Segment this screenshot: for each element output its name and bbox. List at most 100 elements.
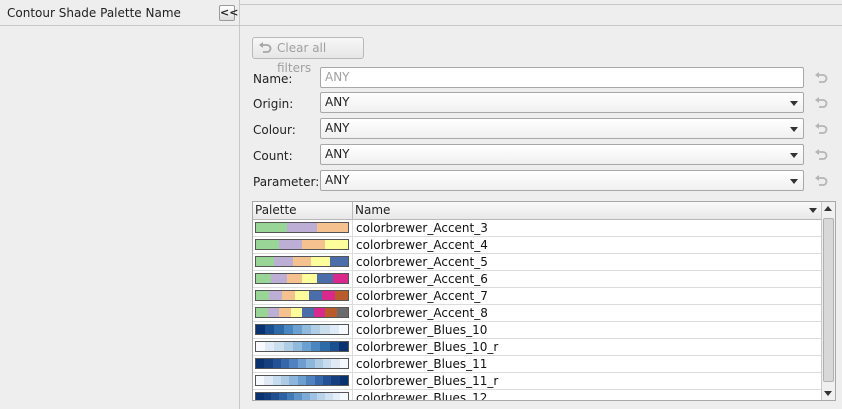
swatch-color <box>264 359 273 368</box>
count-select[interactable]: ANY <box>320 144 804 165</box>
swatch-color <box>302 342 312 351</box>
swatch-color <box>314 359 323 368</box>
swatch-color <box>295 291 309 300</box>
scroll-up-icon[interactable] <box>824 206 832 211</box>
scroll-down-icon[interactable] <box>824 391 832 396</box>
swatch-color <box>340 393 348 400</box>
palette-swatch <box>255 222 349 233</box>
swatch-color <box>317 274 333 283</box>
swatch-color <box>297 359 307 368</box>
swatch-color <box>317 393 326 400</box>
name-label: Name: <box>253 72 293 86</box>
swatch-color <box>274 257 293 266</box>
swatch-color <box>286 274 302 283</box>
name-input-value: ANY <box>325 70 350 84</box>
cell-divider <box>352 288 353 304</box>
swatch-color <box>272 359 282 368</box>
table-row[interactable]: colorbrewer_Accent_8 <box>253 305 821 322</box>
swatch-color <box>289 376 298 385</box>
swatch-color <box>274 342 284 351</box>
swatch-color <box>256 223 287 232</box>
swatch-color <box>256 376 265 385</box>
swatch-color <box>311 257 330 266</box>
palette-name: colorbrewer_Blues_10_r <box>356 340 499 354</box>
swatch-color <box>256 274 272 283</box>
swatch-color <box>272 376 282 385</box>
collapse-panel-button[interactable]: << <box>219 5 239 21</box>
cell-divider <box>352 322 353 338</box>
swatch-color <box>321 291 335 300</box>
table-row[interactable]: colorbrewer_Blues_11_r <box>253 373 821 390</box>
divider <box>240 25 842 26</box>
palette-name: colorbrewer_Accent_5 <box>356 255 488 269</box>
cell-divider <box>352 220 353 236</box>
palette-name: colorbrewer_Blues_10 <box>356 323 488 337</box>
palette-swatch <box>255 239 349 250</box>
swatch-color <box>281 376 290 385</box>
swatch-color <box>283 325 293 334</box>
swatch-color <box>289 359 298 368</box>
scrollbar-thumb[interactable] <box>823 218 834 382</box>
column-header-name[interactable]: Name <box>355 203 391 217</box>
swatch-color <box>317 223 348 232</box>
swatch-color <box>256 325 266 334</box>
swatch-color <box>336 308 348 317</box>
swatch-color <box>274 325 284 334</box>
name-input[interactable]: ANY <box>320 67 804 88</box>
swatch-color <box>271 274 287 283</box>
swatch-color <box>329 325 339 334</box>
left-panel: Contour Shade Palette Name << <box>0 0 240 409</box>
swatch-color <box>338 325 348 334</box>
reset-name-icon[interactable] <box>813 71 829 85</box>
origin-label: Origin: <box>253 97 294 111</box>
table-row[interactable]: colorbrewer_Accent_6 <box>253 271 821 288</box>
undo-icon <box>259 42 272 53</box>
swatch-color <box>331 376 340 385</box>
palette-name: colorbrewer_Accent_3 <box>356 221 488 235</box>
reset-parameter-icon[interactable] <box>813 174 829 188</box>
swatch-color <box>294 393 303 400</box>
reset-count-icon[interactable] <box>813 148 829 162</box>
swatch-color <box>279 393 287 400</box>
reset-origin-icon[interactable] <box>813 96 829 110</box>
column-divider[interactable] <box>352 202 353 219</box>
swatch-color <box>256 308 268 317</box>
table-row[interactable]: colorbrewer_Blues_11 <box>253 356 821 373</box>
palette-swatch <box>255 358 349 369</box>
table-row[interactable]: colorbrewer_Blues_10 <box>253 322 821 339</box>
swatch-color <box>302 325 312 334</box>
left-panel-header: Contour Shade Palette Name << <box>0 0 239 26</box>
vertical-scrollbar[interactable] <box>821 202 835 400</box>
table-row[interactable]: colorbrewer_Accent_4 <box>253 237 821 254</box>
table-row[interactable]: colorbrewer_Accent_3 <box>253 220 821 237</box>
table-row[interactable]: colorbrewer_Accent_5 <box>253 254 821 271</box>
cell-divider <box>352 373 353 389</box>
swatch-color <box>286 393 295 400</box>
swatch-color <box>331 359 340 368</box>
palette-name: colorbrewer_Accent_6 <box>356 272 488 286</box>
palette-name: colorbrewer_Accent_7 <box>356 289 488 303</box>
sort-descending-icon[interactable] <box>809 208 817 213</box>
colour-select[interactable]: ANY <box>320 118 804 139</box>
swatch-color <box>292 342 303 351</box>
swatch-color <box>279 308 291 317</box>
reset-colour-icon[interactable] <box>813 122 829 136</box>
clear-all-filters-button[interactable]: Clear all filters <box>252 37 364 75</box>
chevron-down-icon <box>790 179 798 184</box>
swatch-color <box>311 342 321 351</box>
swatch-color <box>269 291 283 300</box>
column-header-palette[interactable]: Palette <box>255 203 297 217</box>
swatch-color <box>286 223 318 232</box>
origin-select[interactable]: ANY <box>320 92 804 113</box>
parameter-select-value: ANY <box>325 173 350 187</box>
swatch-color <box>256 342 266 351</box>
swatch-color <box>309 393 318 400</box>
table-row[interactable]: colorbrewer_Blues_10_r <box>253 339 821 356</box>
palette-name: colorbrewer_Accent_8 <box>356 306 488 320</box>
swatch-color <box>283 342 293 351</box>
table-row[interactable]: colorbrewer_Blues_12 <box>253 390 821 400</box>
parameter-select[interactable]: ANY <box>320 170 804 191</box>
colour-label: Colour: <box>253 123 296 137</box>
table-row[interactable]: colorbrewer_Accent_7 <box>253 288 821 305</box>
